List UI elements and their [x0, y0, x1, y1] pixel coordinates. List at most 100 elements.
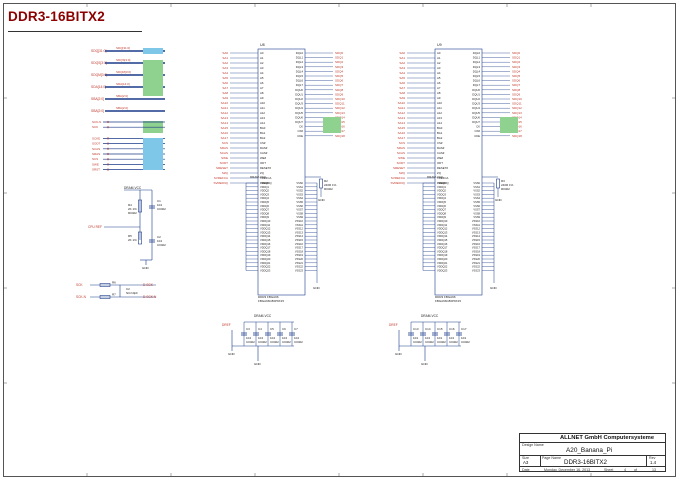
pin-name: A8 [260, 91, 264, 95]
power-pin-name: VSS16 [472, 242, 481, 246]
pin-net-label: SZQ [399, 171, 406, 175]
pin-name: DQL2 [296, 60, 304, 64]
pin-name: A13 [260, 116, 265, 120]
chip-u9-pkg: FBGA96C80P9X15 [435, 299, 461, 303]
signal-net-label: SRST [92, 168, 100, 172]
pin-net-label: SA14 [398, 121, 406, 125]
pin-name: RESET# [437, 166, 448, 170]
pin-name: A6 [437, 81, 441, 85]
pin-name: DQL6 [473, 79, 481, 83]
pin-net-label: SA4 [399, 71, 405, 75]
pin-net-label: SDQ7 [512, 83, 521, 87]
decoup-right-cap-val: 104 [413, 336, 418, 340]
pin-name: A10 [437, 101, 442, 105]
pin-net-label: SDQ12 [335, 106, 345, 110]
pin-name: A11 [260, 106, 265, 110]
pin-name: CK# [298, 129, 304, 133]
size-label: Size [522, 456, 529, 460]
pin-net-label: SDQ9 [335, 92, 344, 96]
power-pin-name: VSS1 [296, 185, 303, 189]
decoup-left-cap-pkg: C0402 [294, 340, 303, 344]
power-pin-name: VDDQ17 [260, 246, 271, 250]
zq-resistor [496, 178, 500, 189]
pin-name: A5 [437, 76, 441, 80]
pin-name: A1 [260, 56, 264, 60]
power-pin-name: VSS20 [472, 257, 481, 261]
power-pin-name: VDDQ23 [260, 268, 271, 272]
pin-name: DQL1 [473, 56, 481, 60]
pin-net-label: SA5 [222, 76, 228, 80]
clk-r-p-ref: R6 [112, 281, 116, 285]
pin-name: CAS# [260, 151, 268, 155]
pin-net-label: SA3 [399, 66, 405, 70]
pin-net-label: SA6 [222, 81, 228, 85]
power-pin-name: VSS11 [472, 223, 480, 227]
pin-name: VREFDQ [260, 181, 272, 185]
decoup-right-cap-ref: C13 [413, 327, 419, 331]
power-pin-name: VDDQ6 [437, 204, 446, 208]
power-pin-name: VDDQ9 [260, 215, 269, 219]
pin-name: RAS# [260, 146, 268, 150]
rev-label: Rev [649, 456, 656, 460]
zq-gnd: GND [318, 198, 326, 202]
power-pin-name: VSS12 [472, 227, 481, 231]
decoup-right-cap-val: 104 [461, 336, 466, 340]
pin-name: DQL2 [473, 60, 481, 64]
pin-name: A1 [437, 56, 441, 60]
pin-name: A14 [260, 121, 265, 125]
vcc-label: DRAM-VCC [250, 175, 267, 179]
decoup-left-cap-val: 104 [282, 336, 287, 340]
decoup-left-cap-pkg: C0402 [258, 340, 267, 344]
pin-net-label: SDQ11 [512, 102, 522, 106]
pin-net-label: SDQ13 [512, 111, 522, 115]
decoup-right-cap-pkg: C0402 [437, 340, 446, 344]
pin-name: A0 [437, 51, 441, 55]
zq-value: 240R 1% [501, 183, 514, 187]
power-pin-name: VDDQ13 [260, 230, 271, 234]
power-pin-name: VDDQ18 [260, 249, 271, 253]
pin-name: DQL0 [296, 51, 304, 55]
power-pin-name: VDDQ21 [260, 261, 271, 265]
power-pin-name: VSS5 [296, 200, 303, 204]
pin-name: DQU4 [295, 106, 303, 110]
pin-net-label: SZQ [222, 171, 229, 175]
pin-net-label: SA9 [399, 96, 405, 100]
decoup-right-cap-ref: C15 [437, 327, 443, 331]
pin-name: WE# [437, 156, 444, 160]
pin-circle [106, 142, 110, 145]
pin-net-label: SDQ0 [335, 51, 344, 55]
pin-name: A9 [437, 96, 441, 100]
pin-net-label: SA10 [398, 101, 406, 105]
pin-name: BA1 [437, 131, 443, 135]
bus-net-label: SDQ[31:0] [91, 49, 106, 53]
power-pin-name: VDDQ4 [437, 196, 446, 200]
pin-name: ODT [437, 161, 443, 165]
pin-name: DQU1 [295, 92, 303, 96]
pin-net-label: SCS [222, 141, 228, 145]
pin-name: A9 [260, 96, 264, 100]
vref-c-top-ref: C1 [157, 199, 161, 203]
pin-net-label: SA3 [222, 66, 228, 70]
pin-net-label: SDQ10 [335, 97, 345, 101]
pin-net-label: SA4 [222, 71, 228, 75]
pin-net-label: SDQ1 [335, 56, 344, 60]
title-block: ALLNET GmbH Computersysteme Design Name … [519, 433, 666, 472]
bus-net-label: SDQ[31:0] [116, 46, 130, 50]
pin-name: VREFDQ [437, 181, 449, 185]
pin-name: DQL1 [296, 56, 304, 60]
vref-r-top-val: 2K 1% [128, 207, 137, 211]
bus-net-label: SBA[2:0] [116, 106, 128, 110]
power-pin-name: VSS19 [295, 253, 304, 257]
power-pin-name: VSS9 [296, 215, 303, 219]
power-pin-name: VSS23 [472, 268, 481, 272]
power-pin-name: VDDQ21 [437, 261, 448, 265]
pin-name: CK [476, 125, 480, 129]
pin-net-label: SA6 [399, 81, 405, 85]
pin-name: ODT [260, 161, 266, 165]
clk-out-n: D-SCK-N [143, 295, 157, 299]
pin-net-label: SCAS [220, 151, 228, 155]
decoup-right-cap-ref: C16 [449, 327, 455, 331]
power-pin-name: VDDQ3 [437, 192, 446, 196]
pin-name: CS# [260, 141, 266, 145]
